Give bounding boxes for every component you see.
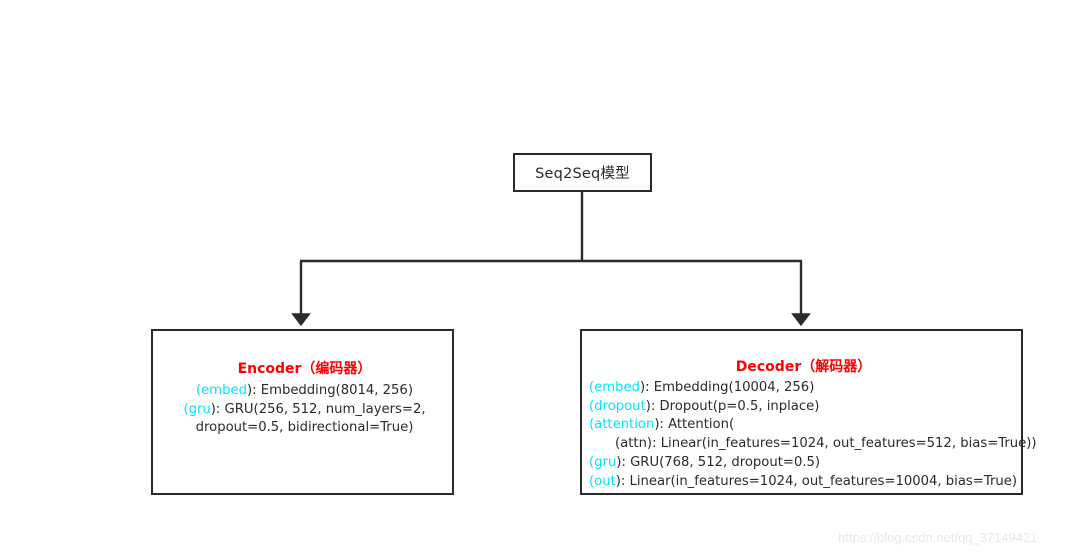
node-decoder-line-5: (gru): GRU(768, 512, dropout=0.5): [589, 454, 1025, 473]
decoder-keyword-out: (out: [589, 473, 616, 489]
node-encoder-line-2: (gru): GRU(256, 512, num_layers=2,: [153, 401, 456, 420]
decoder-line-1-text: ): Embedding(10004, 256): [639, 380, 815, 395]
watermark: https://blog.csdn.net/qq_37149421: [838, 530, 1038, 545]
encoder-line-3-text: dropout=0.5, bidirectional=True): [195, 420, 414, 436]
node-decoder-title-row: Decoder（解码器）: [582, 356, 1025, 376]
encoder-keyword-gru: (gru: [183, 401, 211, 417]
node-encoder-title: Encoder（编码器）: [237, 361, 372, 377]
decoder-line-5-text: ): GRU(768, 512, dropout=0.5): [616, 454, 821, 470]
node-encoder: Encoder（编码器） (embed): Embedding(8014, 25…: [151, 329, 454, 495]
node-decoder-line-6: (out): Linear(in_features=1024, out_feat…: [589, 473, 1025, 492]
encoder-line-1-text: ): Embedding(8014, 256): [246, 383, 413, 398]
decoder-line-2-text: ): Dropout(p=0.5, inplace): [645, 398, 820, 414]
encoder-keyword-embed: (embed: [196, 383, 247, 398]
node-decoder: Decoder（解码器） (embed): Embedding(10004, 2…: [580, 329, 1037, 495]
node-decoder-line-3: (attention): Attention(: [589, 416, 1025, 435]
node-decoder-body: (embed): Embedding(10004, 256) (dropout)…: [582, 379, 1037, 492]
node-decoder-line-2: (dropout): Dropout(p=0.5, inplace): [589, 398, 1025, 417]
decoder-line-4-text: (attn): Linear(in_features=1024, out_fea…: [615, 436, 1037, 452]
node-decoder-line-1: (embed): Embedding(10004, 256): [589, 379, 1025, 398]
decoder-line-6-text: ): Linear(in_features=1024, out_features…: [615, 473, 1018, 489]
node-decoder-title: Decoder（解码器）: [735, 359, 872, 375]
decoder-line-3-text: ): Attention(: [654, 417, 735, 433]
node-seq2seq-root: Seq2Seq模型: [513, 153, 652, 192]
node-encoder-line-1: (embed): Embedding(8014, 256): [153, 382, 456, 401]
decoder-keyword-embed: (embed: [589, 380, 640, 395]
node-seq2seq-root-label: Seq2Seq模型: [535, 166, 630, 182]
node-decoder-line-4: (attn): Linear(in_features=1024, out_fea…: [589, 435, 1037, 454]
node-decoder-content: Decoder（解码器） (embed): Embedding(10004, 2…: [582, 356, 1037, 492]
decoder-keyword-dropout: (dropout: [589, 398, 646, 414]
decoder-keyword-gru: (gru: [589, 454, 617, 470]
node-encoder-content: Encoder（编码器） (embed): Embedding(8014, 25…: [153, 358, 456, 438]
node-encoder-line-3: dropout=0.5, bidirectional=True): [153, 419, 456, 438]
encoder-line-2-text: ): GRU(256, 512, num_layers=2,: [210, 401, 426, 417]
decoder-keyword-attention: (attention: [589, 417, 655, 433]
